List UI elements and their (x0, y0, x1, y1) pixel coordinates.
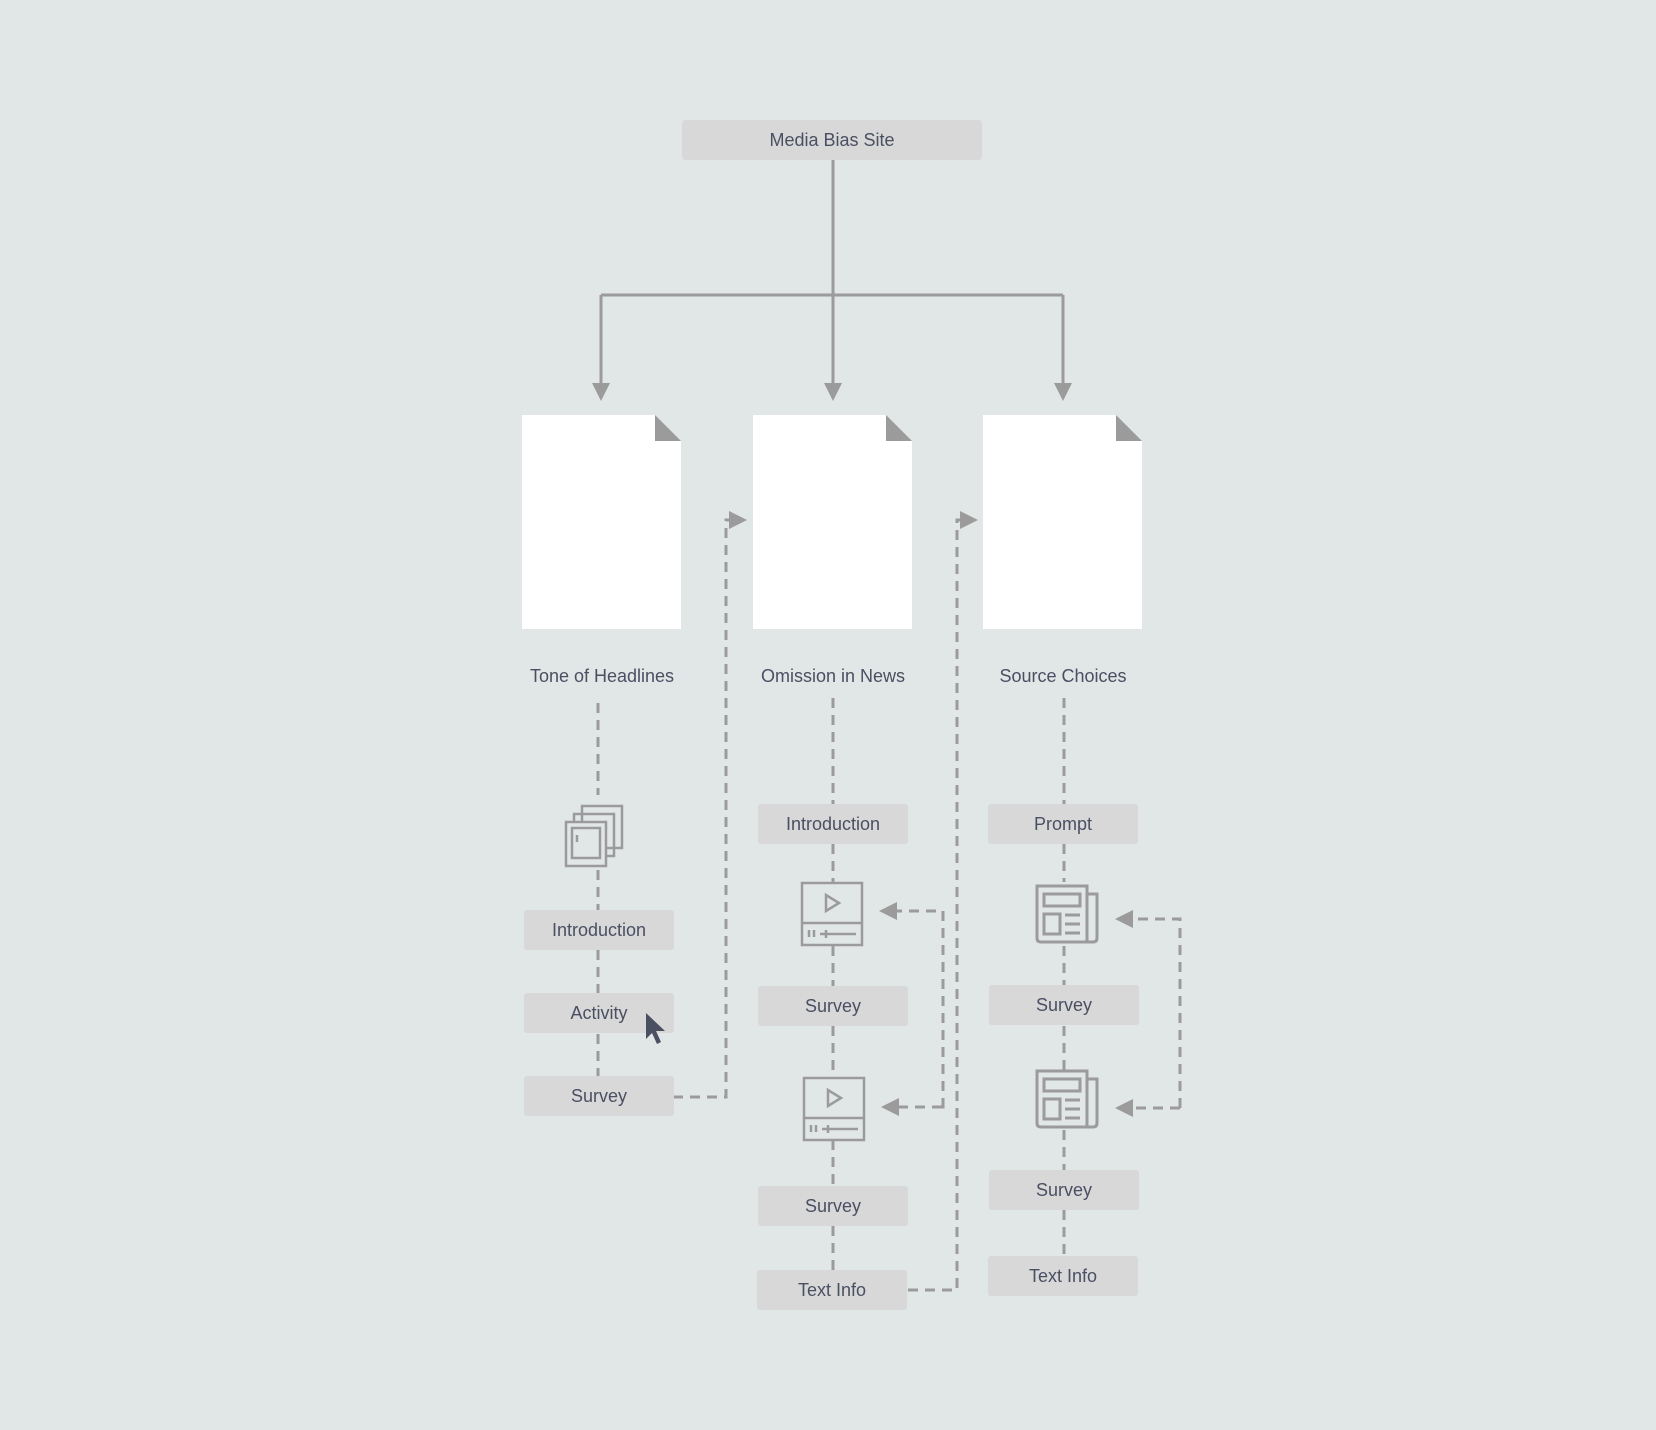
tone-activity-node[interactable]: Activity (524, 993, 674, 1033)
node-label: Survey (804, 1195, 862, 1216)
newspaper-icon (1035, 1069, 1099, 1129)
source-text-info-node[interactable]: Text Info (988, 1256, 1138, 1296)
node-label: Survey (1035, 994, 1093, 1015)
dashed-lines (596, 511, 1182, 1292)
page-source-choices[interactable] (983, 415, 1142, 629)
newspaper-icon (1035, 884, 1099, 944)
node-label: Introduction (785, 813, 881, 834)
node-label: Prompt (1033, 813, 1093, 834)
tone-survey-node[interactable]: Survey (524, 1076, 674, 1116)
tone-introduction-node[interactable]: Introduction (524, 910, 674, 950)
section-title-omission-in-news: Omission in News (760, 666, 906, 686)
section-title-tone-of-headlines: Tone of Headlines (529, 666, 675, 686)
node-label: Survey (804, 995, 862, 1016)
omission-text-info-node[interactable]: Text Info (757, 1270, 907, 1310)
source-prompt-node[interactable]: Prompt (988, 804, 1138, 844)
node-label: Text Info (1028, 1265, 1098, 1286)
page-tone-of-headlines[interactable] (522, 415, 681, 629)
omission-introduction-node[interactable]: Introduction (758, 804, 908, 844)
root-node[interactable]: Media Bias Site (682, 120, 982, 160)
section-title-source-choices: Source Choices (999, 666, 1127, 686)
page-fold (886, 415, 912, 441)
video-player-icon (800, 881, 864, 947)
video-player-icon (802, 1076, 866, 1142)
mouse-pointer-icon (646, 1013, 665, 1044)
root-tree-lines (592, 160, 1072, 401)
source-survey-node-2[interactable]: Survey (989, 1170, 1139, 1210)
page-fold (1116, 415, 1142, 441)
node-label: Survey (1035, 1179, 1093, 1200)
page-fold (655, 415, 681, 441)
node-label: Survey (570, 1085, 628, 1106)
node-label: Text Info (797, 1279, 867, 1300)
source-survey-node-1[interactable]: Survey (989, 985, 1139, 1025)
image-stack-icon (564, 804, 624, 868)
root-label: Media Bias Site (769, 129, 895, 150)
omission-survey-node-2[interactable]: Survey (758, 1186, 908, 1226)
node-label: Activity (570, 1002, 628, 1023)
node-label: Introduction (551, 919, 647, 940)
page-omission-in-news[interactable] (753, 415, 912, 629)
omission-survey-node-1[interactable]: Survey (758, 986, 908, 1026)
